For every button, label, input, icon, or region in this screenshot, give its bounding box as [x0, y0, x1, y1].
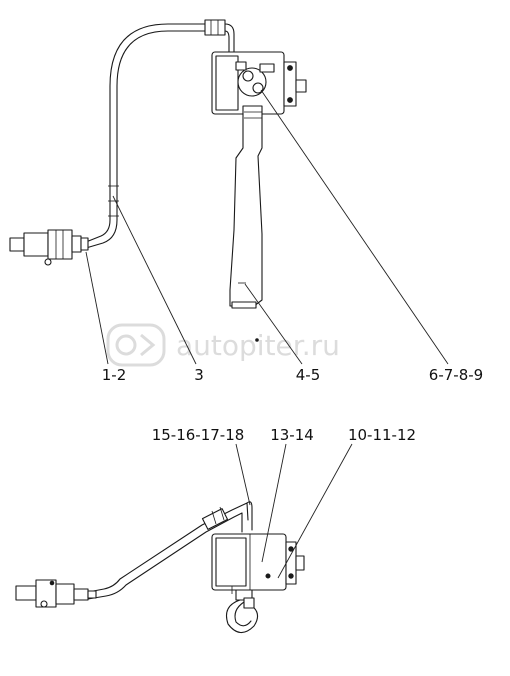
watermark-logo-icon — [106, 323, 166, 367]
callout-1-2: 1-2 — [102, 366, 127, 384]
upper-lever — [229, 105, 263, 342]
lower-valve — [15, 579, 97, 608]
upper-assembly: 1-2 3 4-5 6-7-8-9 — [9, 19, 483, 384]
watermark-text: autopiter.ru — [176, 329, 340, 362]
callout-6-7-8-9: 6-7-8-9 — [429, 366, 483, 384]
upper-hose — [85, 19, 235, 249]
callout-10-11-12: 10-11-12 — [348, 426, 416, 444]
lower-hose — [87, 501, 253, 600]
callout-4-5: 4-5 — [296, 366, 321, 384]
callout-13-14: 13-14 — [270, 426, 314, 444]
upper-pump — [211, 51, 307, 115]
callout-15-16-17-18: 15-16-17-18 — [152, 426, 245, 444]
lower-hook — [225, 589, 259, 634]
lower-assembly: 15-16-17-18 13-14 10-11-12 — [15, 426, 416, 634]
upper-valve — [9, 229, 89, 266]
callout-3: 3 — [194, 366, 204, 384]
watermark: autopiter.ru — [106, 323, 340, 367]
lower-pump — [211, 533, 305, 594]
upper-leaders — [85, 89, 449, 365]
lower-leaders — [235, 443, 353, 579]
